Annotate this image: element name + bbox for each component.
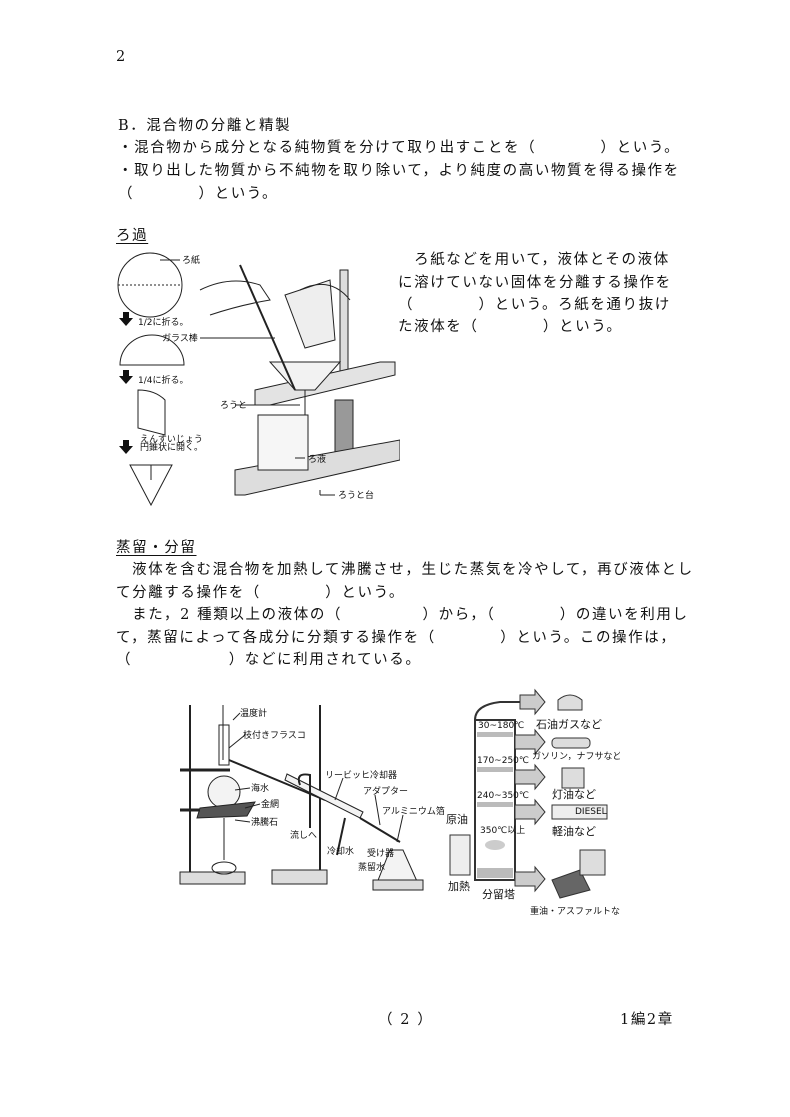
text-line: ろ紙などを用いて，液体とその液体 — [398, 252, 670, 268]
label-condenser: リービッヒ冷却器 — [325, 769, 397, 781]
truck-text: DIESEL — [575, 807, 607, 817]
label-seawater: 海水 — [251, 782, 269, 794]
label-filter-paper: ろ紙 — [182, 254, 200, 266]
label-adapter: アダプター — [363, 785, 408, 797]
section-heading: B．混合物の分離と精製 — [118, 118, 292, 134]
label-open-cone-ruby: えんすいじょう — [140, 434, 203, 445]
label-product-2: ガソリン，ナフサなど — [532, 751, 620, 762]
text-line: 液体を含む混合物を加熱して沸騰させ，生じた蒸気を冷やして，再び液体とし — [116, 562, 694, 578]
text-line: （ ）などに利用されている。 — [116, 652, 422, 668]
label-temp-3: 240~350℃ — [477, 791, 529, 801]
label-temp-4: 350℃以上 — [480, 825, 525, 836]
label-tower: 分留塔 — [482, 888, 515, 901]
label-product-1: 石油ガスなど — [536, 717, 602, 731]
distillation-heading: 蒸留・分留 — [116, 540, 197, 556]
label-thermometer: 温度計 — [240, 707, 267, 719]
distillation-apparatus-figure: 温度計 枝付きフラスコ 海水 金網 沸騰石 リービッヒ冷却器 アダプター アルミ… — [179, 705, 445, 891]
text-line: （ ）という。ろ紙を通り抜け — [398, 297, 671, 313]
label-crude-oil: 原油 — [446, 812, 468, 826]
label-fold-half: 1/2に折る。 — [138, 316, 189, 328]
label-to-drain: 流しへ — [290, 829, 317, 841]
filtration-heading: ろ過 — [116, 228, 149, 244]
label-receiver: 受け器 — [367, 847, 394, 859]
label-product-5: 重油・アスファルトなど — [530, 905, 620, 917]
label-glass-rod: ガラス棒 — [162, 332, 198, 344]
label-flask: 枝付きフラスコ — [243, 729, 306, 741]
footer-page-number: （ 2 ） — [378, 1012, 434, 1028]
text-line: て分離する操作を（ ）という。 — [116, 585, 405, 601]
label-open-cone: 円錐状に開く。 — [140, 441, 203, 453]
label-temp-1: 30~180℃ — [478, 721, 524, 731]
fractionating-tower-figure: 30~180℃ 170~250℃ 240~350℃ 350℃以上 原油 加熱 分… — [446, 688, 620, 917]
text-line: ・混合物から成分となる純物質を分けて取り出すことを（ ）という。 — [118, 140, 681, 156]
label-foil: アルミニウム箔 — [382, 805, 445, 817]
filtration-figure: ろ紙 1/2に折る。 1/4に折る。 えんすいじょう 円錐状に開く。 ガラス棒 … — [117, 252, 400, 507]
text-line: （ ）という。 — [118, 186, 279, 202]
label-fold-quarter: 1/4に折る。 — [138, 374, 189, 386]
text-line: に溶けていない固体を分離する操作を — [398, 275, 672, 291]
label-product-4: 軽油など — [552, 824, 596, 838]
text-line: また，2 種類以上の液体の（ ）から，（ ）の違いを利用し — [116, 607, 689, 623]
label-product-3: 灯油など — [552, 787, 596, 801]
text-line: ・取り出した物質から不純物を取り除いて，より純度の高い物質を得る操作を — [118, 163, 680, 179]
text-line: た液体を（ ）という。 — [398, 319, 623, 335]
text-line: て，蒸留によって各成分に分類する操作を（ ）という。この操作は， — [116, 630, 677, 646]
page-number-top: 2 — [116, 49, 127, 65]
label-funnel: ろうと — [220, 400, 247, 411]
label-boiling-chips: 沸騰石 — [251, 816, 278, 828]
label-cooling-water: 冷却水 — [327, 845, 354, 857]
label-funnel-stand: ろうと台 — [338, 489, 374, 501]
label-filtrate: ろ液 — [308, 453, 326, 465]
label-wire-gauze: 金網 — [261, 798, 279, 810]
label-distilled-water: 蒸留水 — [358, 861, 385, 873]
label-heat: 加熱 — [448, 880, 470, 893]
footer-chapter: 1編2章 — [620, 1012, 674, 1028]
label-temp-2: 170~250℃ — [477, 756, 529, 766]
